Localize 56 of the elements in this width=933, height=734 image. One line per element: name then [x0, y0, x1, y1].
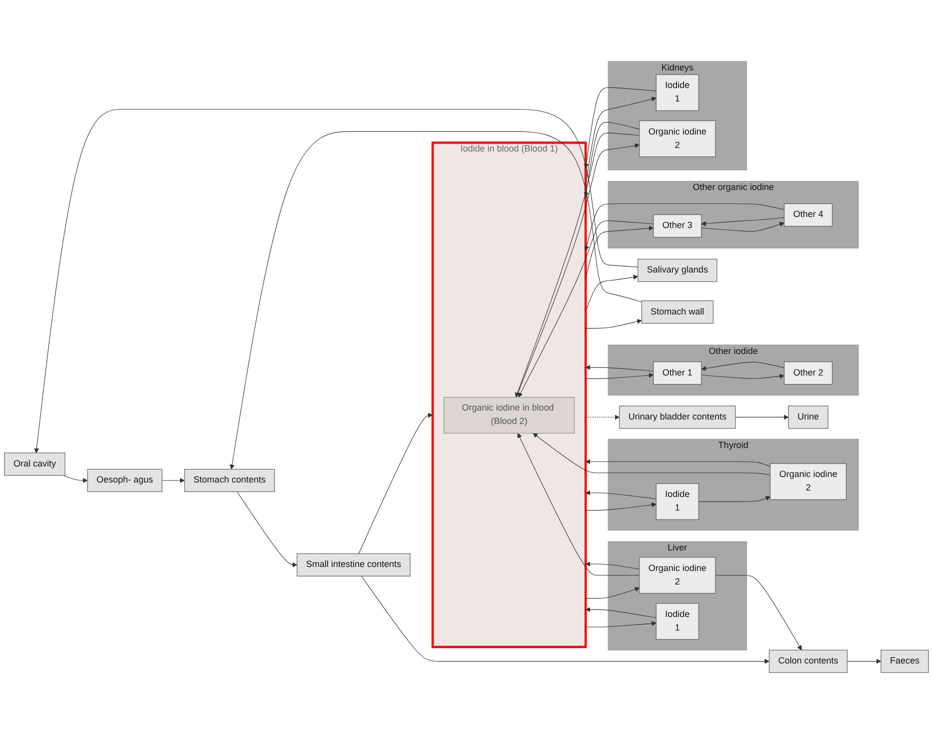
arrow — [585, 226, 654, 279]
arrow — [585, 490, 656, 500]
arrow — [585, 414, 620, 420]
arrow — [701, 222, 784, 232]
node-box: Stomach wall — [641, 300, 714, 324]
node-box: Oesoph- agus — [87, 468, 162, 492]
arrow — [846, 658, 882, 664]
arrow — [585, 502, 656, 511]
arrow — [230, 131, 642, 470]
arrow — [162, 478, 185, 483]
node-box: Organic iodine in blood (Blood 2) — [444, 396, 575, 434]
arrow — [584, 87, 656, 169]
node-box: Urinary bladder contents — [619, 406, 736, 429]
node-box: Organic iodine 2 — [770, 463, 847, 500]
arrow — [236, 491, 298, 568]
node-box: Organic iodine 2 — [639, 120, 716, 158]
arrow — [701, 217, 784, 226]
node-box: Other 1 — [653, 362, 702, 385]
arrow — [34, 108, 638, 454]
node-box: Iodide 1 — [656, 603, 699, 640]
node-box: Oral cavity — [4, 452, 66, 476]
arrow — [585, 364, 654, 372]
arrow — [63, 475, 88, 483]
arrow — [585, 607, 656, 618]
arrow — [584, 122, 640, 198]
arrow — [361, 576, 770, 664]
node-box: Small intestine contents — [296, 553, 410, 576]
node-box: Iodide 1 — [656, 74, 699, 111]
arrow — [584, 203, 784, 251]
arrow — [585, 621, 656, 628]
node-box: Iodide 1 — [656, 483, 699, 520]
arrow — [585, 562, 640, 570]
arrow — [735, 414, 789, 420]
node-box: Urine — [788, 406, 828, 429]
arrow — [701, 374, 784, 379]
arrow — [585, 319, 642, 329]
arrow — [701, 362, 784, 371]
arrow — [585, 274, 638, 312]
arrow — [585, 372, 654, 379]
node-box: Colon contents — [768, 650, 848, 673]
arrow — [698, 496, 770, 502]
node-box: Other 3 — [653, 214, 702, 238]
node-box: Salivary glands — [638, 258, 718, 282]
arrow — [585, 96, 656, 186]
node-box: Faeces — [880, 650, 929, 673]
node-box: Other 2 — [784, 362, 832, 385]
node-box: Organic iodine 2 — [639, 556, 716, 594]
arrow — [518, 220, 654, 398]
arrow — [358, 412, 433, 554]
arrow — [715, 574, 802, 650]
arrow — [517, 433, 640, 576]
node-box: Other 4 — [784, 203, 832, 227]
arrow — [585, 459, 770, 467]
arrow — [585, 586, 640, 599]
node-box: Stomach contents — [184, 468, 275, 492]
arrow — [532, 433, 770, 476]
